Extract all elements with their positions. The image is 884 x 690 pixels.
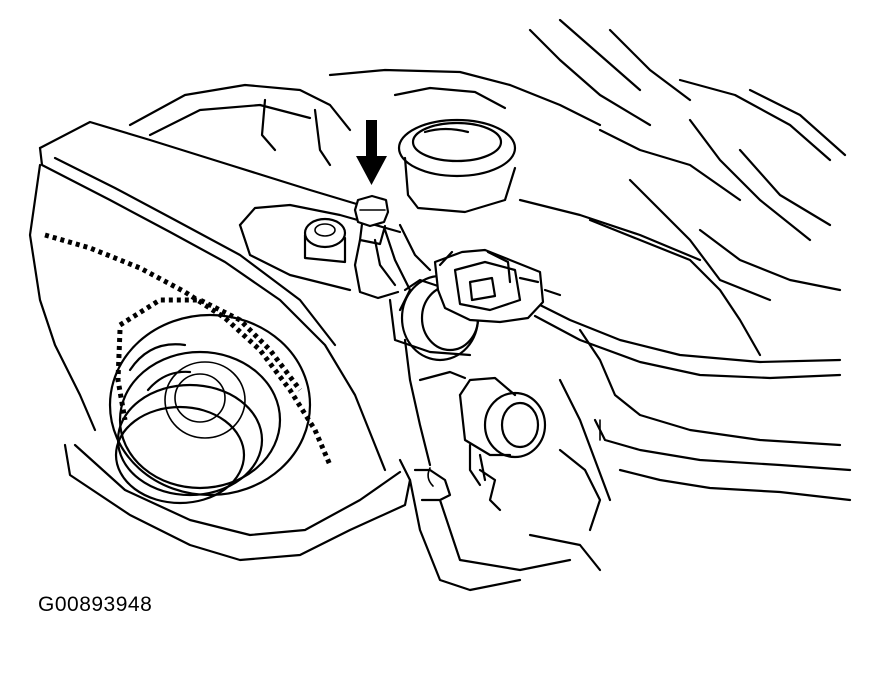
down-arrow-icon xyxy=(356,120,387,185)
wiring-harness xyxy=(353,223,842,380)
lower-actuator xyxy=(403,338,547,482)
timing-belt-cover xyxy=(28,120,387,472)
sensor-connector xyxy=(433,248,545,324)
oil-filler-cap xyxy=(397,118,517,214)
background-engine-parts xyxy=(128,18,847,357)
timing-belt-teeth xyxy=(44,232,333,466)
figure-id-label: G00893948 xyxy=(38,593,153,616)
lower-bracket xyxy=(63,443,572,592)
crankshaft-pulley xyxy=(108,313,312,505)
sensor-bolt xyxy=(353,194,390,246)
engine-block-details xyxy=(518,198,852,572)
